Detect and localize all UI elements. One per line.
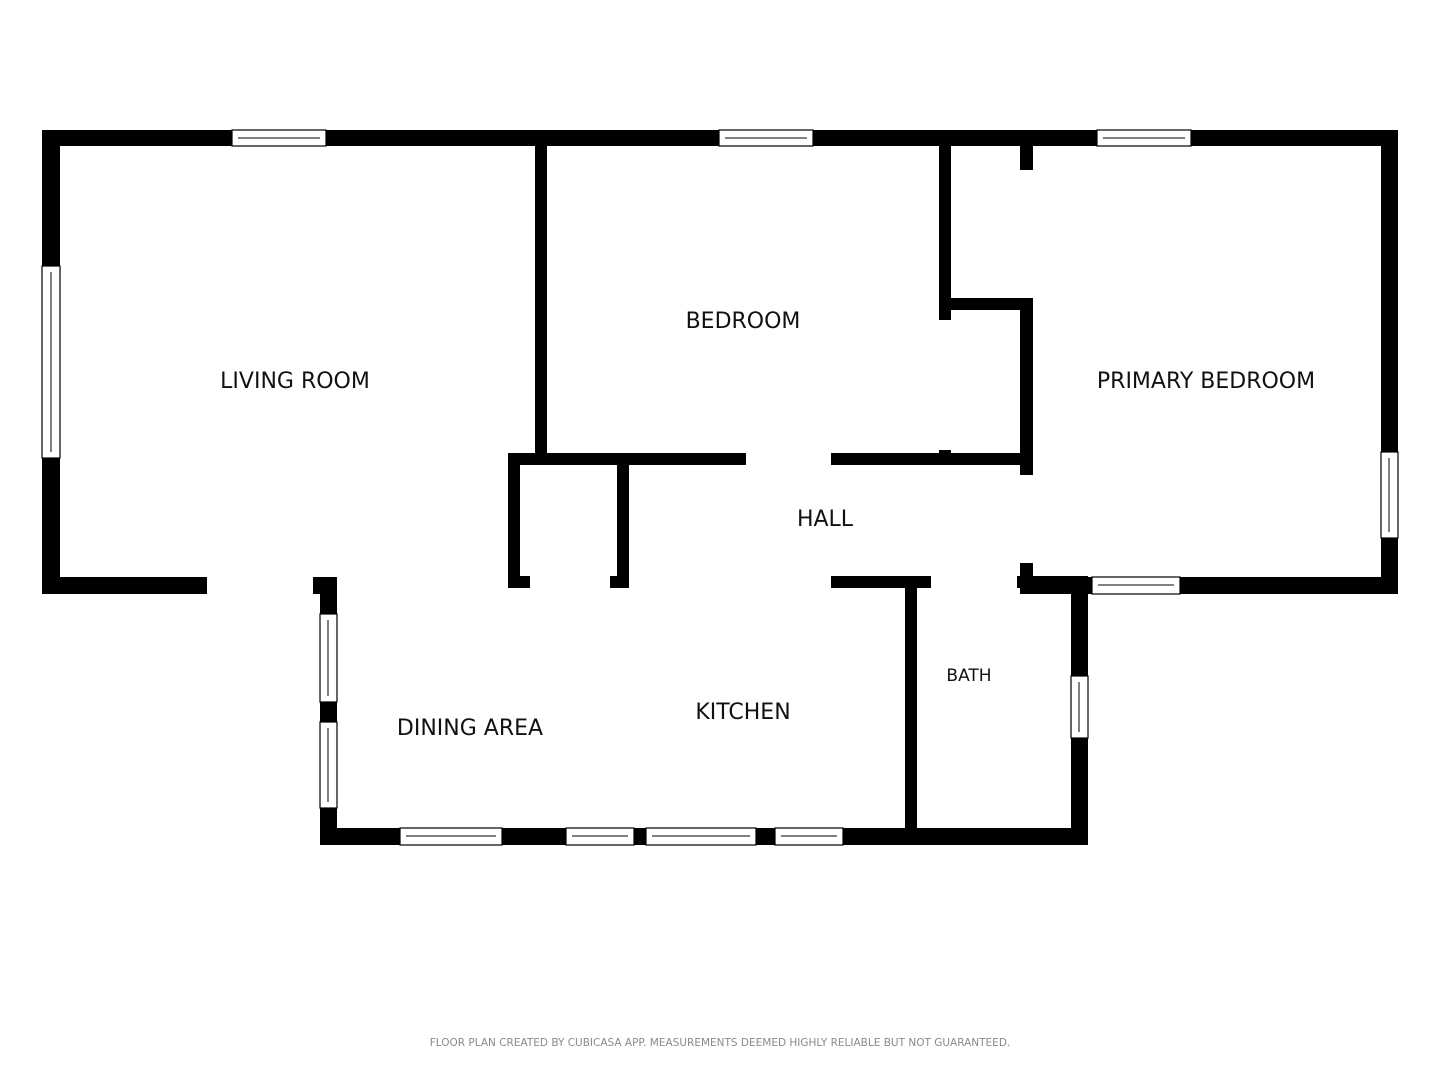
label-bath: BATH xyxy=(946,666,991,686)
window-bath-right xyxy=(1070,675,1089,739)
window-kitchen-bottom-1 xyxy=(645,827,757,846)
label-living-room: LIVING ROOM xyxy=(220,369,370,394)
label-dining-area: DINING AREA xyxy=(397,716,543,741)
window-bedroom-top xyxy=(718,129,814,147)
label-kitchen: KITCHEN xyxy=(695,700,790,725)
door-living-exterior xyxy=(207,577,313,594)
door-bedroom-closet xyxy=(939,320,951,450)
window-dining-bottom-1 xyxy=(399,827,503,846)
wall-closets-divider xyxy=(939,298,1033,310)
wall-bath-left xyxy=(905,576,917,845)
wall-living-bedroom xyxy=(535,130,547,465)
wall-closet-right xyxy=(617,453,629,588)
label-primary-bedroom: PRIMARY BEDROOM xyxy=(1097,369,1315,394)
window-dining-left-lower xyxy=(319,721,338,809)
door-openings xyxy=(207,170,1033,594)
door-primary-closet xyxy=(1020,170,1033,298)
window-dining-bottom-2 xyxy=(565,827,635,846)
wall-bath-bottom xyxy=(905,828,1088,845)
window-primary-right xyxy=(1380,451,1399,539)
door-primary-bedroom xyxy=(1020,475,1033,563)
door-bedroom xyxy=(746,453,831,465)
room-labels: LIVING ROOM BEDROOM PRIMARY BEDROOM HALL… xyxy=(220,309,1315,741)
door-hall-closet xyxy=(530,576,610,588)
footer-disclaimer: FLOOR PLAN CREATED BY CUBICASA APP. MEAS… xyxy=(430,1037,1011,1049)
wall-closet-left xyxy=(508,453,520,588)
door-bath xyxy=(931,576,1017,588)
windows xyxy=(41,129,1399,846)
label-bedroom: BEDROOM xyxy=(686,309,801,334)
window-living-left xyxy=(41,265,61,459)
interior-walls xyxy=(508,130,1088,845)
window-kitchen-bottom-2 xyxy=(774,827,844,846)
label-hall: HALL xyxy=(797,507,854,532)
window-primary-top xyxy=(1096,129,1192,147)
window-living-top xyxy=(231,129,327,147)
window-primary-bottom xyxy=(1091,576,1181,595)
window-dining-left-upper xyxy=(319,613,338,703)
exterior-walls xyxy=(42,130,1398,845)
